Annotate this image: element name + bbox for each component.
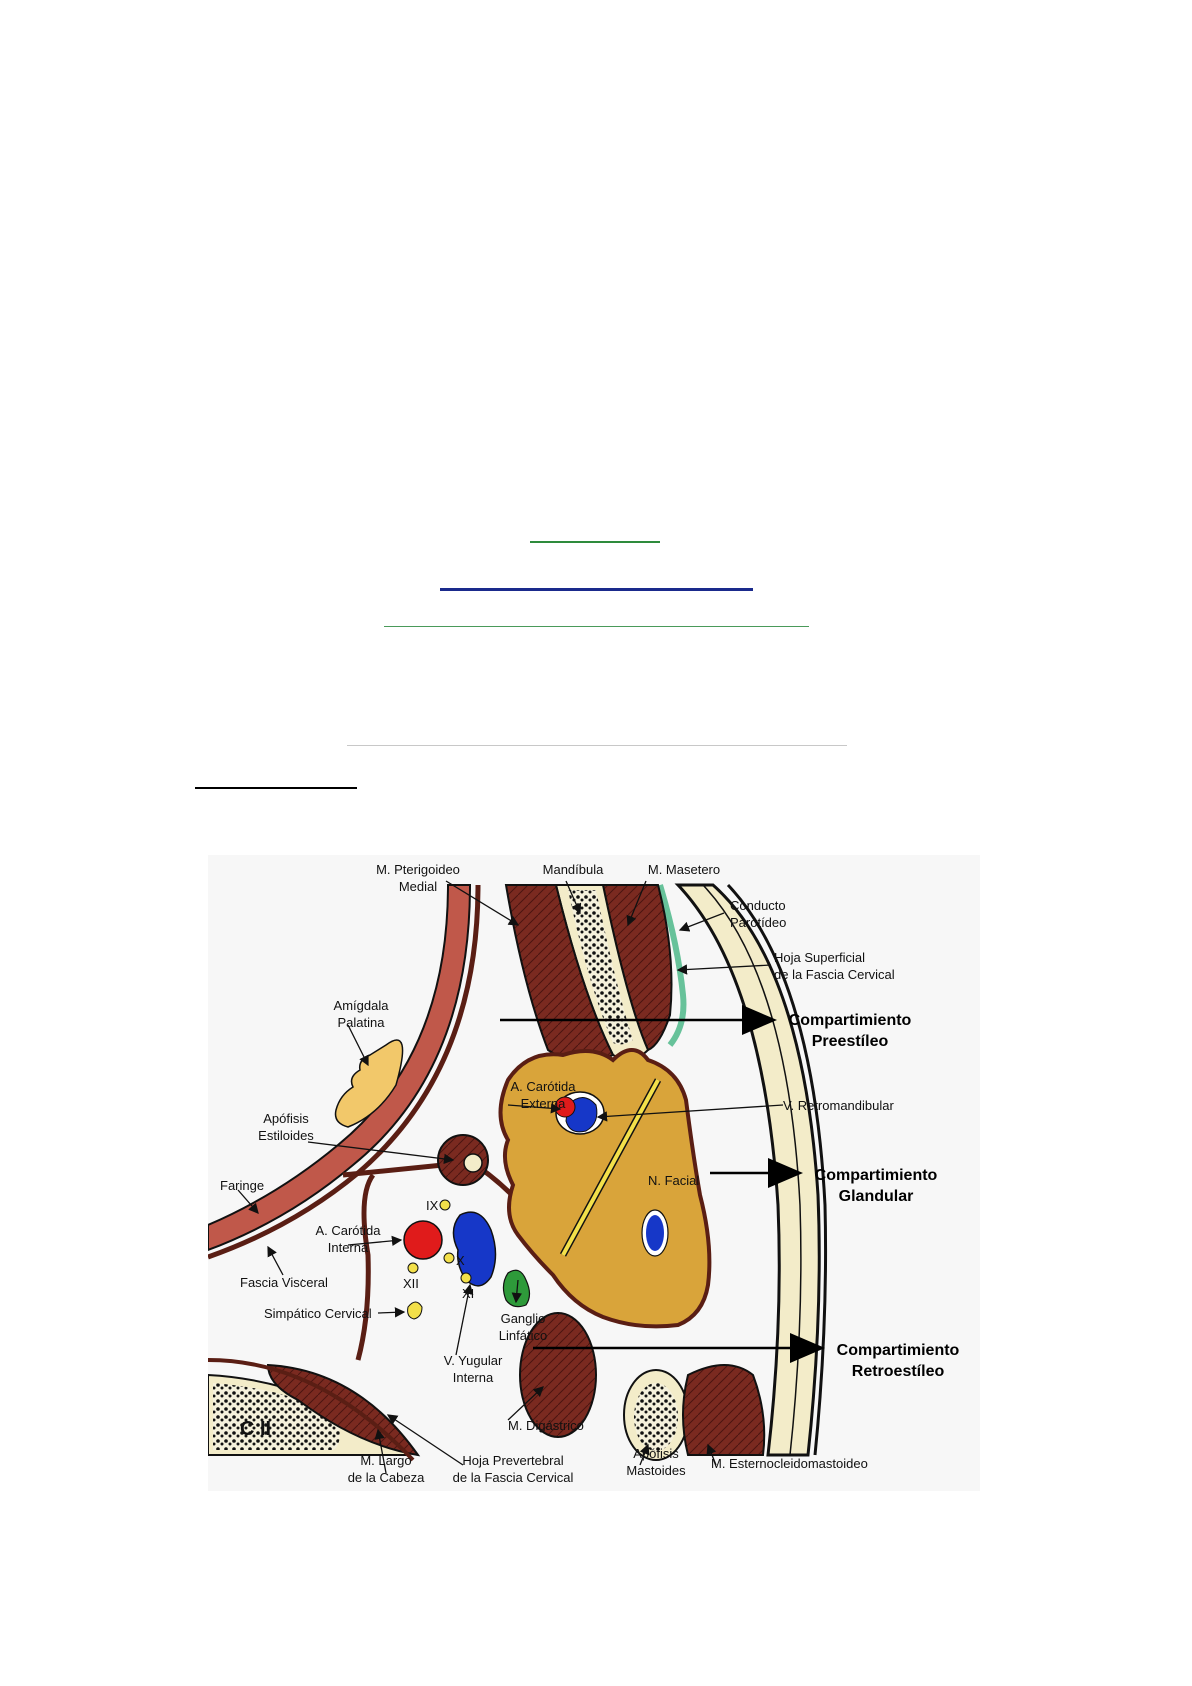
label-largo-cabeza-2: de la Cabeza [348, 1470, 425, 1485]
outer-skin-edge [726, 883, 828, 1456]
label-digastrico: M. Digástrico [508, 1418, 584, 1433]
label-amigdala-2: Palatina [338, 1015, 386, 1030]
c2-vertebra-marrow [213, 1383, 340, 1450]
parotid-duct [657, 884, 687, 1047]
label-masetero: M. Masetero [648, 862, 720, 877]
label-retromandibular: V. Retromandibular [783, 1098, 894, 1113]
label-nerve-xi: XI [462, 1286, 474, 1301]
label-prevertebral-1: Hoja Prevertebral [462, 1453, 563, 1468]
nerve-ix [439, 1199, 451, 1211]
label-yugular-2: Interna [453, 1370, 494, 1385]
skin-layer [674, 883, 821, 1457]
lymph-node [502, 1269, 531, 1308]
gland-vein [646, 1215, 664, 1251]
sympathetic-ganglion [407, 1301, 423, 1320]
label-nerve-xii: XII [403, 1276, 419, 1291]
label-conducto-2: Parotídeo [730, 915, 786, 930]
label-nerve-ix: IX [426, 1198, 439, 1213]
label-estiloides-1: Apófisis [263, 1111, 309, 1126]
fascia-septum [355, 1173, 376, 1361]
pharynx-wall [208, 884, 472, 1252]
label-estiloides-2: Estiloides [258, 1128, 314, 1143]
label-nerve-x: X [456, 1253, 465, 1268]
prevertebral-fascia [208, 1358, 415, 1462]
palatine-tonsil [334, 1039, 404, 1128]
internal-jugular-vein [452, 1211, 497, 1287]
label-carotida-externa-2: Externa [521, 1096, 567, 1111]
label-preestileo-1: Compartimiento [789, 1012, 912, 1029]
label-mandibula: Mandíbula [543, 862, 604, 877]
label-amigdala-1: Amígdala [334, 998, 390, 1013]
fascia-to-styloid [342, 1162, 444, 1178]
label-simpatico: Simpático Cervical [264, 1306, 372, 1321]
label-pterigoideo-2: Medial [399, 879, 437, 894]
styloid-muscle-bundle [437, 1134, 489, 1186]
label-mastoides-2: Mastoides [626, 1463, 686, 1478]
label-yugular-1: V. Yugular [444, 1353, 503, 1368]
label-retroestileo-2: Retroestíleo [852, 1363, 945, 1380]
blue-rule [440, 588, 753, 591]
digastric-muscle [519, 1312, 597, 1438]
gray-separator [347, 745, 847, 746]
label-faringe: Faringe [220, 1178, 264, 1193]
label-hoja-superficial-2: de la Fascia Cervical [774, 967, 895, 982]
nerve-x [443, 1252, 455, 1264]
facial-nerve-core [561, 1079, 660, 1256]
label-prevertebral-2: de la Fascia Cervical [453, 1470, 574, 1485]
label-ganglio-1: Ganglio [501, 1311, 546, 1326]
label-hoja-superficial-1: Hoja Superficial [774, 950, 865, 965]
internal-carotid-artery [403, 1220, 443, 1260]
green-rule-long [384, 626, 809, 627]
label-largo-cabeza-1: M. Largo [360, 1453, 411, 1468]
label-mastoides-1: Apófisis [633, 1446, 679, 1461]
label-conducto-1: Conducto [730, 898, 786, 913]
nerve-xii [407, 1262, 419, 1274]
mandible-marrow [568, 890, 633, 1045]
parapharyngeal-space-diagram: M. Pterigoideo Medial Mandíbula M. Maset… [208, 855, 980, 1491]
label-carotida-externa-1: A. Carótida [510, 1079, 576, 1094]
label-pterigoideo-1: M. Pterigoideo [376, 862, 460, 877]
label-fascia-visceral: Fascia Visceral [240, 1275, 328, 1290]
label-retroestileo-1: Compartimiento [837, 1342, 960, 1359]
mastoid-marrow [634, 1383, 678, 1451]
label-carotida-interna-1: A. Carótida [315, 1223, 381, 1238]
green-rule-short [530, 541, 660, 543]
label-carotida-interna-2: Interna [328, 1240, 369, 1255]
label-preestileo-2: Preestíleo [812, 1033, 889, 1050]
label-vertebra: C II [240, 1418, 271, 1440]
label-facial: N. Facial [648, 1173, 699, 1188]
label-glandular-1: Compartimiento [815, 1167, 938, 1184]
visceral-fascia [208, 884, 481, 1260]
label-glandular-2: Glandular [839, 1188, 914, 1205]
black-underline [195, 787, 357, 789]
parotid-gland [498, 1048, 712, 1329]
label-ganglio-2: Linfático [499, 1328, 547, 1343]
superficial-fascia-line [702, 884, 802, 1456]
styloid-process [463, 1153, 483, 1173]
sternocleidomastoid-muscle [682, 1364, 766, 1456]
nerve-xi [460, 1272, 472, 1284]
label-esternocleido: M. Esternocleidomastoideo [711, 1456, 868, 1471]
